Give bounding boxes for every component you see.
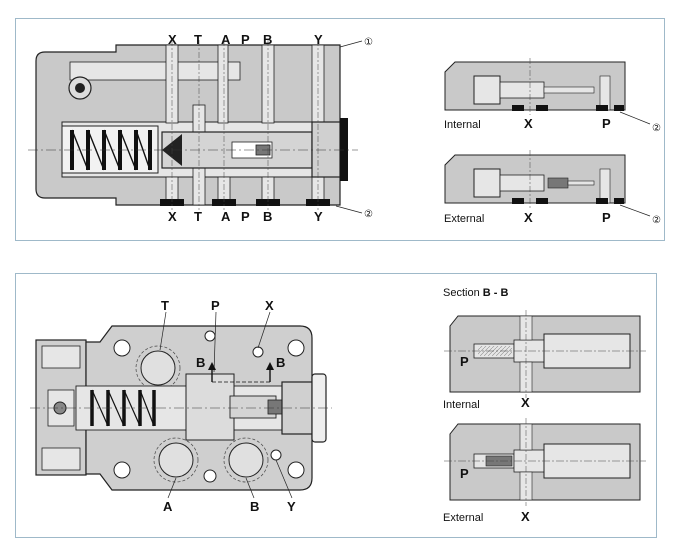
callout-2-internal: ② <box>652 123 661 134</box>
caption-internal-bottom: Internal <box>443 399 480 411</box>
detail-external-p-label: P <box>602 210 611 225</box>
section-mark-right: B <box>276 355 285 370</box>
caption-external-bottom: External <box>443 512 483 524</box>
port-label-b-top: B <box>263 32 272 47</box>
detail-internal-x-label: X <box>524 116 533 131</box>
top-port-labels-bottom: X T A P B Y <box>168 209 323 224</box>
section-title: Section B - B <box>443 287 508 299</box>
port-label-y-bottom: Y <box>314 209 323 224</box>
port-label-a-bottom: A <box>221 209 231 224</box>
port-label-b-bottom: B <box>263 209 272 224</box>
callout-2-main: ② <box>364 209 373 220</box>
detail-internal-p-label: P <box>602 116 611 131</box>
port-label-p-top: P <box>241 32 250 47</box>
bottom-detail-external <box>444 418 646 506</box>
section-title-bold: B - B <box>483 287 509 299</box>
bottom-label-a: A <box>163 499 173 514</box>
bottom-internal-p-label: P <box>460 354 469 369</box>
top-detail-internal <box>444 58 626 115</box>
bottom-main-valve <box>30 311 332 499</box>
bottom-label-b: B <box>250 499 259 514</box>
bottom-label-y: Y <box>287 499 296 514</box>
section-title-prefix: Section <box>443 287 483 299</box>
callout-1: ① <box>364 37 373 48</box>
port-label-t-top: T <box>194 32 202 47</box>
bottom-external-p-label: P <box>460 466 469 481</box>
bottom-internal-x-label: X <box>521 395 530 410</box>
caption-internal-top: Internal <box>444 119 481 131</box>
bottom-label-x: X <box>265 298 274 313</box>
port-label-x-top: X <box>168 32 177 47</box>
bottom-detail-internal <box>444 310 646 398</box>
port-label-x-bottom: X <box>168 209 177 224</box>
bottom-external-x-label: X <box>521 509 530 524</box>
top-port-labels-top: X T A P B Y <box>168 32 323 47</box>
bottom-label-p: P <box>211 298 220 313</box>
port-label-p-bottom: P <box>241 209 250 224</box>
callout-2-external: ② <box>652 215 661 226</box>
section-mark-left: B <box>196 355 205 370</box>
bottom-label-t: T <box>161 298 169 313</box>
port-label-a-top: A <box>221 32 231 47</box>
caption-external-top: External <box>444 213 484 225</box>
bottom-labels: T P X B B A B Y <box>161 298 296 514</box>
top-detail-external <box>444 150 626 208</box>
port-label-t-bottom: T <box>194 209 202 224</box>
port-label-y-top: Y <box>314 32 323 47</box>
detail-external-x-label: X <box>524 210 533 225</box>
top-main-valve <box>28 40 358 210</box>
